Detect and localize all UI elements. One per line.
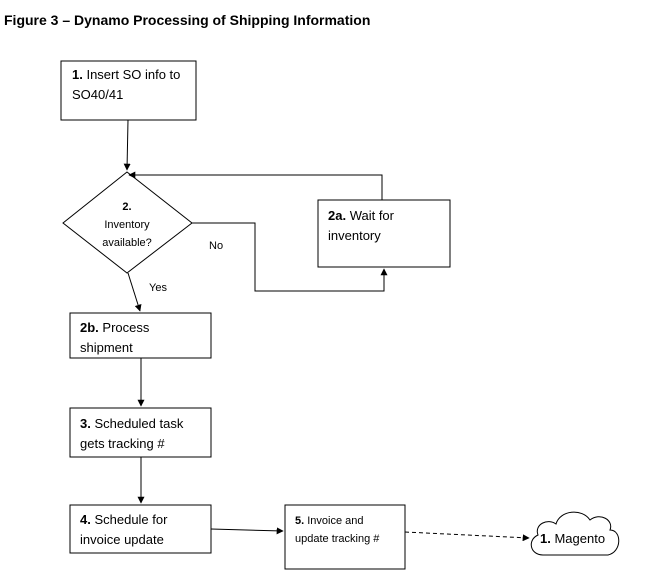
process-shipment-box [69, 312, 212, 359]
edge-invoice-update-to-invoice [210, 527, 284, 535]
edge-insert-to-decision [123, 119, 131, 171]
invoice-tracking-box [284, 504, 406, 570]
wait-inventory-box [317, 199, 451, 268]
invoice-tracking-label: 5. Invoice and update tracking # [295, 515, 380, 545]
process-shipment-label: 2b. Process shipment [80, 320, 150, 355]
magento-label: 1. Magento [540, 531, 606, 546]
schedule-invoice-label: 4. Schedule for invoice update [80, 512, 168, 547]
figure-title: Figure 3 – Dynamo Processing of Shipping… [4, 12, 371, 28]
inventory-decision-label: 2. Inventory available? [102, 201, 152, 249]
insert-so-box [60, 60, 197, 121]
magento-cloud [530, 511, 620, 556]
inventory-decision-diamond [62, 171, 193, 274]
edge-label-yes: Yes [149, 282, 167, 294]
edge-decision-yes-to-process [127, 272, 142, 312]
scheduled-task-label: 3. Scheduled task gets tracking # [80, 416, 184, 451]
edge-decision-no-to-wait [192, 222, 388, 292]
edge-invoice-to-magento [404, 531, 530, 542]
insert-so-label: 1. Insert SO info to SO40/41 [72, 67, 181, 102]
edge-label-no: No [209, 240, 224, 252]
wait-inventory-label: 2a. Wait for inventory [328, 208, 394, 243]
scheduled-task-box [69, 407, 212, 458]
edge-wait-back-to-decision [128, 171, 383, 200]
